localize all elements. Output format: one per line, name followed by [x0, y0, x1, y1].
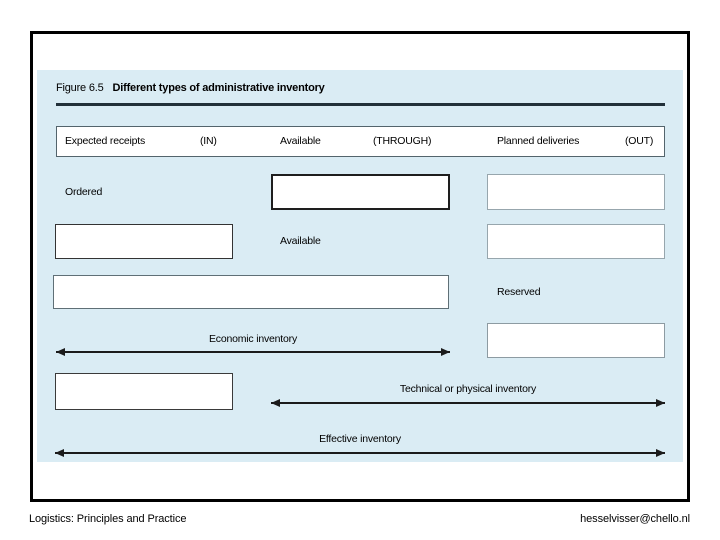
label-ordered: Ordered — [65, 186, 103, 198]
label-technical-inventory: Technical or physical inventory — [399, 383, 537, 395]
empty-box-reserved-wide — [53, 275, 449, 309]
empty-box-ordered-through — [271, 174, 450, 210]
figure-caption: Figure 6.5 Different types of administrat… — [56, 82, 325, 94]
header-expected-receipts: Expected receipts — [65, 135, 146, 147]
figure-area: Figure 6.5 Different types of administrat… — [37, 70, 683, 462]
figure-number: Figure 6.5 — [56, 82, 104, 94]
header-in: (IN) — [200, 135, 217, 147]
technical-inventory-arrow — [271, 399, 665, 407]
header-out: (OUT) — [625, 135, 654, 147]
label-effective-inventory: Effective inventory — [319, 433, 401, 445]
footer-email: hesselvisser@chello.nl — [580, 513, 690, 525]
empty-box-technical-in — [55, 373, 233, 410]
effective-inventory-arrow — [55, 449, 665, 457]
flow-header-box: Expected receipts (IN) Available (THROUG… — [56, 126, 665, 157]
empty-box-available-out — [487, 224, 665, 259]
label-economic-inventory: Economic inventory — [208, 333, 298, 345]
header-planned-deliveries: Planned deliveries — [497, 135, 580, 147]
economic-inventory-arrow — [56, 348, 450, 356]
label-reserved: Reserved — [497, 286, 541, 298]
empty-box-ordered-out — [487, 174, 665, 210]
title-rule — [56, 103, 665, 106]
slide-footer: Logistics: Principles and Practice hesse… — [29, 513, 690, 525]
footer-book-title: Logistics: Principles and Practice — [29, 513, 187, 525]
slide-frame: Figure 6.5 Different types of administrat… — [30, 31, 690, 502]
label-available: Available — [280, 235, 321, 247]
figure-title: Different types of administrative invent… — [112, 82, 325, 94]
header-through: (THROUGH) — [373, 135, 432, 147]
header-available: Available — [280, 135, 321, 147]
empty-box-available-in — [55, 224, 233, 259]
empty-box-economic-out — [487, 323, 665, 358]
